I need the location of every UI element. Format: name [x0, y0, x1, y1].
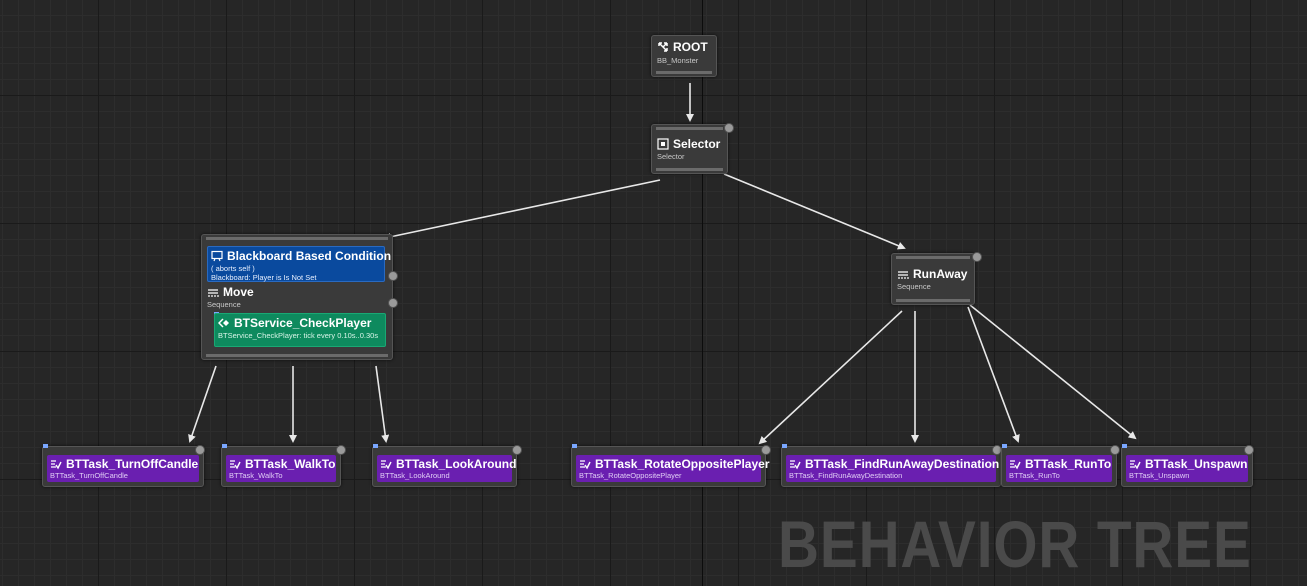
task-subtitle: BTTask_TurnOffCandle: [50, 471, 128, 480]
decorator-condition: Blackboard: Player is Is Not Set: [211, 273, 317, 282]
sequence-icon: [207, 286, 219, 298]
task-node[interactable]: BTTask_RunTo BTTask_RunTo: [1001, 444, 1120, 487]
wire-runaway-rotate: [758, 310, 903, 445]
decorator-order-badge: [388, 271, 398, 281]
decorator-abort-mode: ( aborts self ): [211, 264, 255, 273]
task-title: BTTask_RunTo: [1025, 457, 1112, 471]
execution-order-badge: [195, 445, 205, 455]
decorator-title: Blackboard Based Condition: [227, 249, 392, 263]
task-icon: [380, 458, 392, 470]
task-icon: [579, 458, 591, 470]
task-title: BTTask_LookAround: [396, 457, 517, 471]
task-node[interactable]: BTTask_Unspawn BTTask_Unspawn: [1121, 444, 1254, 487]
selector-title: Selector: [673, 137, 721, 151]
task-icon: [1009, 458, 1021, 470]
task-icon: [789, 458, 801, 470]
task-index-flag: [1002, 444, 1007, 448]
task-node[interactable]: BTTask_TurnOffCandle BTTask_TurnOffCandl…: [42, 444, 205, 487]
blackboard-decorator[interactable]: Blackboard Based Condition ( aborts self…: [207, 246, 391, 282]
selector-output-pin[interactable]: [656, 168, 723, 171]
move-subtitle: Sequence: [207, 300, 241, 309]
wire-runaway-runto: [967, 306, 1020, 443]
task-index-flag: [1122, 444, 1127, 448]
task-subtitle: BTTask_RotateOppositePlayer: [579, 471, 682, 480]
task-subtitle: BTTask_RunTo: [1009, 471, 1060, 480]
task-icon: [50, 458, 62, 470]
wire-move-lookaround: [375, 365, 390, 443]
runaway-subtitle: Sequence: [897, 282, 931, 291]
decorator-icon: [211, 250, 223, 262]
task-title: BTTask_WalkTo: [245, 457, 336, 471]
task-index-flag: [43, 444, 48, 448]
move-node[interactable]: Blackboard Based Condition ( aborts self…: [201, 234, 398, 360]
task-node[interactable]: BTTask_WalkTo BTTask_WalkTo: [221, 444, 346, 487]
task-subtitle: BTTask_Unspawn: [1129, 471, 1190, 480]
task-title: BTTask_TurnOffCandle: [66, 457, 199, 471]
task-icon: [229, 458, 241, 470]
service-icon: [218, 317, 230, 329]
runaway-output-pin[interactable]: [896, 299, 970, 302]
service-tick-info: BTService_CheckPlayer: tick every 0.10s.…: [218, 331, 379, 340]
wire-selector-move: [383, 179, 661, 241]
checkplayer-service[interactable]: BTService_CheckPlayer BTService_CheckPla…: [214, 313, 386, 347]
task-subtitle: BTTask_FindRunAwayDestination: [789, 471, 903, 480]
task-index-flag: [373, 444, 378, 448]
runaway-title: RunAway: [913, 267, 968, 281]
runaway-node[interactable]: RunAway Sequence: [891, 252, 982, 305]
selector-icon: [657, 138, 669, 150]
root-icon: [657, 41, 669, 53]
runaway-input-pin[interactable]: [896, 256, 970, 259]
task-index-flag: [572, 444, 577, 448]
root-title: ROOT: [673, 40, 708, 54]
move-input-pin[interactable]: [206, 237, 388, 240]
task-index-flag: [782, 444, 787, 448]
task-title: BTTask_Unspawn: [1145, 457, 1248, 471]
task-subtitle: BTTask_LookAround: [380, 471, 450, 480]
sequence-icon: [897, 268, 909, 280]
move-title: Move: [223, 285, 254, 299]
selector-subtitle: Selector: [657, 152, 685, 161]
task-node[interactable]: BTTask_FindRunAwayDestination BTTask_Fin…: [781, 444, 1002, 487]
service-title: BTService_CheckPlayer: [234, 316, 372, 330]
task-title: BTTask_FindRunAwayDestination: [805, 457, 1000, 471]
task-index-flag: [222, 444, 227, 448]
selector-input-pin[interactable]: [656, 127, 723, 130]
root-subtitle: BB_Monster: [657, 56, 699, 65]
execution-order-badge: [761, 445, 771, 455]
task-icon: [1129, 458, 1141, 470]
task-subtitle: BTTask_WalkTo: [229, 471, 283, 480]
execution-order-badge: [972, 252, 982, 262]
wire-selector-runaway: [723, 173, 906, 250]
execution-order-badge: [1244, 445, 1254, 455]
wire-runaway-unspawn: [969, 304, 1137, 440]
task-node[interactable]: BTTask_LookAround BTTask_LookAround: [372, 444, 522, 487]
root-output-pin[interactable]: [656, 71, 712, 74]
task-title: BTTask_RotateOppositePlayer: [595, 457, 770, 471]
task-node[interactable]: BTTask_RotateOppositePlayer BTTask_Rotat…: [571, 444, 771, 487]
execution-order-badge: [1110, 445, 1120, 455]
root-node[interactable]: ROOT BB_Monster: [651, 35, 717, 77]
execution-order-badge: [512, 445, 522, 455]
execution-order-badge: [336, 445, 346, 455]
execution-order-badge: [724, 123, 734, 133]
graph-type-watermark: BEHAVIOR TREE: [778, 507, 1252, 581]
graph-origin-axis: [702, 0, 703, 586]
selector-node[interactable]: Selector Selector: [651, 123, 734, 174]
move-order-badge: [388, 298, 398, 308]
move-output-pin[interactable]: [206, 354, 388, 357]
wire-move-turnoffcandle: [188, 365, 217, 443]
